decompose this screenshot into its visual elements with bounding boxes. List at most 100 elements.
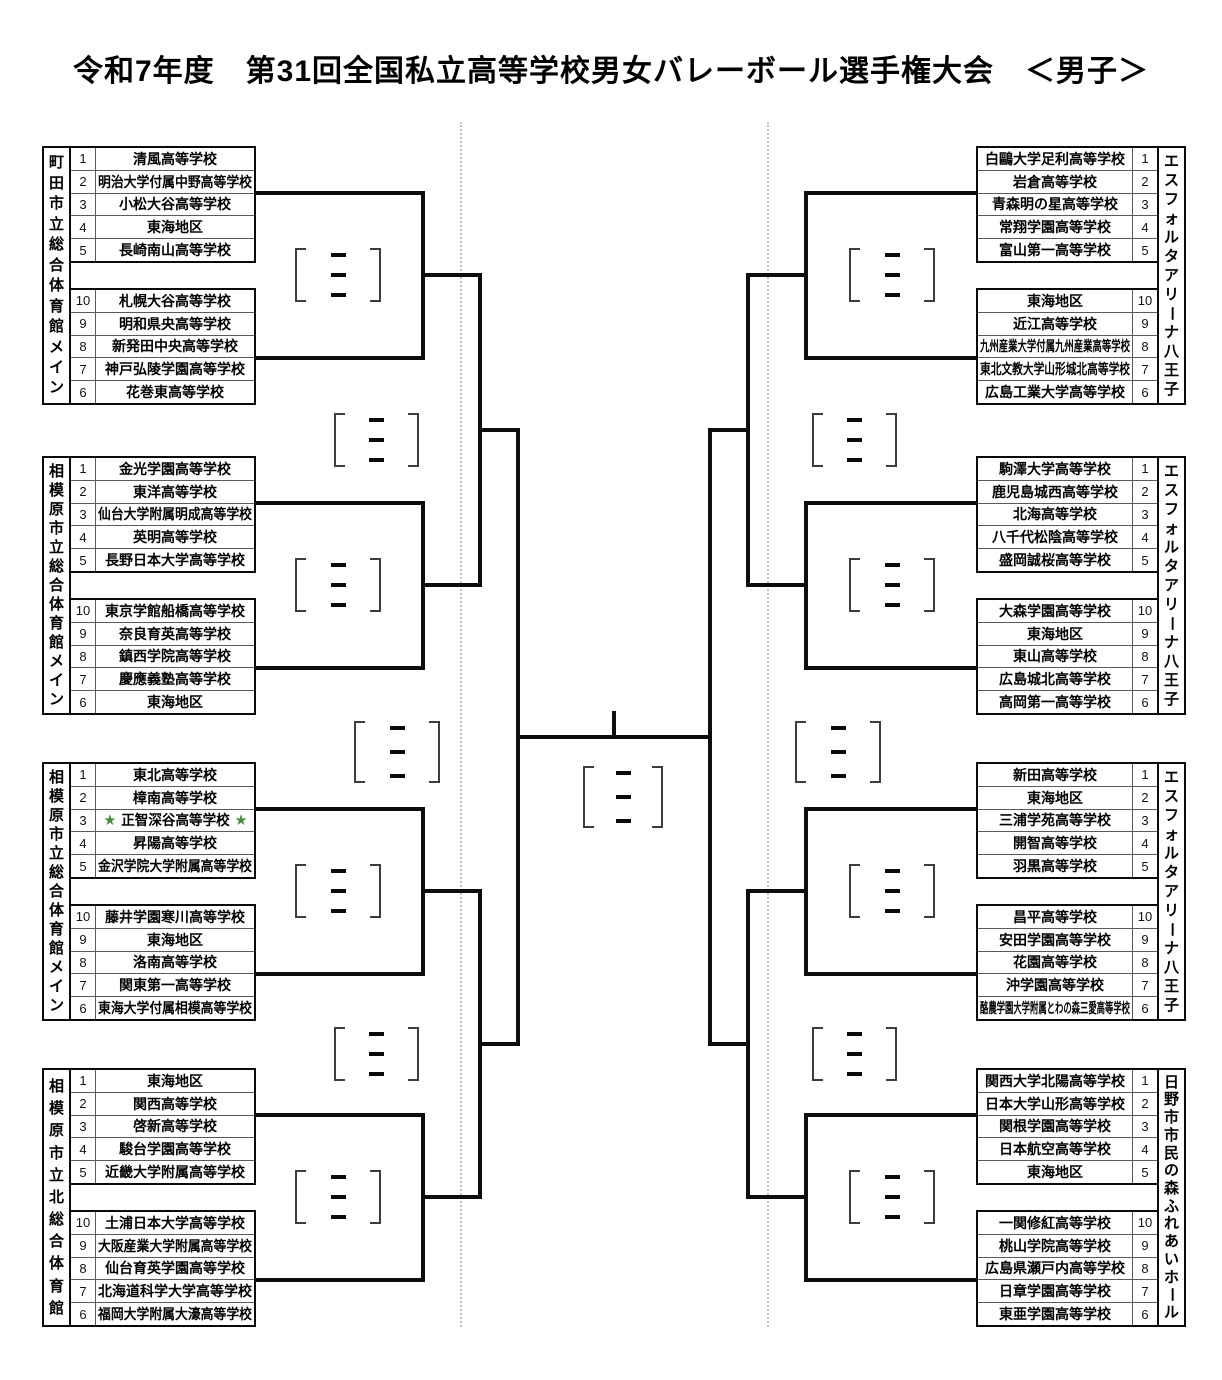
score-dashes [365, 721, 429, 783]
team-name: 慶應義塾高等学校 [119, 671, 231, 688]
team-name-cell: 奈良育英高等学校 [96, 623, 254, 645]
seed-number: 8 [1132, 951, 1157, 974]
team-name: 酪農学園大学附属とわの森三愛高等学校 [980, 1000, 1130, 1017]
venue-char: 館 [48, 318, 64, 336]
venue-char: 館 [48, 940, 64, 957]
final-line [516, 735, 712, 739]
venue-char: 王 [1163, 362, 1179, 379]
seed-number: 9 [71, 312, 96, 335]
venue-label: 相模原市立総合体育館メイン [44, 766, 69, 1017]
seed-number: 7 [71, 668, 96, 691]
team-name: 高岡第一高等学校 [999, 694, 1111, 711]
team-name-cell: 岩倉高等学校 [978, 171, 1132, 193]
round1-entry-line [804, 191, 976, 195]
team-name-cell: 桃山学院高等学校 [978, 1235, 1132, 1257]
team-name: 花園高等学校 [1013, 954, 1097, 971]
seed-number: 1 [1132, 764, 1157, 786]
venue-char: ス [1163, 788, 1179, 805]
score-dashes [860, 864, 924, 918]
seed-number: 5 [1132, 549, 1157, 571]
team-name: 岩倉高等学校 [1013, 173, 1097, 190]
team-name-cell: 広島県瀬戸内高等学校 [978, 1258, 1132, 1280]
team-name: 北海高等学校 [1013, 506, 1097, 523]
bracket-close-icon [370, 558, 381, 612]
venue-char: 体 [48, 596, 64, 613]
venue-label: 相模原市立北総合体育館 [44, 1072, 69, 1323]
score-dashes [306, 248, 370, 302]
seed-number: 5 [71, 1161, 96, 1183]
venue-char: タ [1163, 864, 1179, 881]
seed-number: 2 [1132, 786, 1157, 809]
score-bracket [849, 558, 935, 612]
seed-number: 3 [1132, 1115, 1157, 1138]
venue-char: ル [1163, 1304, 1179, 1322]
score-bracket-final [583, 766, 663, 828]
venue-char: 原 [48, 807, 64, 824]
team-name: 常翔学園高等学校 [999, 219, 1111, 236]
team-name: 日本大学山形高等学校 [985, 1095, 1125, 1112]
venue-char: 田 [48, 174, 64, 192]
team-name-cell: 一関修紅高等学校 [978, 1212, 1132, 1234]
team-name-cell: 東海地区 [96, 929, 254, 951]
venue-char: ス [1163, 482, 1179, 499]
team-name: 一関修紅高等学校 [999, 1214, 1111, 1231]
bracket-close-icon [370, 1170, 381, 1224]
team-name-cell: 小松大谷高等学校 [96, 194, 254, 216]
round1-winner-line [746, 889, 808, 893]
bracket-close-icon [408, 413, 419, 467]
seed-number: 2 [71, 170, 96, 193]
team-name-cell: 長野日本大学高等学校 [96, 549, 254, 571]
team-name-cell: 大阪産業大学附属高等学校 [96, 1235, 254, 1257]
team-name-cell: 駒澤大学高等学校 [978, 458, 1132, 480]
bracket-open-icon [812, 1027, 823, 1081]
team-name-cell: 明和県央高等学校 [96, 313, 254, 335]
team-name: 大森学園高等学校 [999, 602, 1111, 619]
seed-number: 5 [1132, 239, 1157, 261]
team-name-cell: 東海大学付属相模高等学校 [96, 997, 254, 1019]
champion-line [612, 711, 616, 737]
seed-number: 9 [71, 1234, 96, 1257]
score-bracket [795, 721, 881, 783]
team-name: 新田高等学校 [1013, 766, 1097, 783]
venue-char: イ [48, 978, 64, 995]
venue-char: 市 [48, 520, 64, 537]
team-name: 藤井学園寒川高等学校 [105, 908, 245, 925]
team-name: 青森明の星高等学校 [992, 196, 1118, 213]
venue-char: 合 [48, 256, 64, 274]
team-name: 東海地区 [147, 694, 203, 711]
score-dashes [860, 1170, 924, 1224]
team-name-cell: 昇陽高等学校 [96, 832, 254, 854]
seed-number: 7 [71, 1280, 96, 1303]
score-dashes [345, 413, 408, 467]
venue-char: リ [1163, 902, 1179, 919]
seed-number: 10 [1132, 1212, 1157, 1234]
score-bracket [334, 413, 419, 467]
team-name: 駿台学園高等学校 [119, 1141, 231, 1158]
team-name: 大阪産業大学附属高等学校 [98, 1237, 252, 1254]
round1-entry-line [804, 1113, 976, 1117]
quarterfinal-winner-line [478, 1042, 520, 1046]
team-name-cell: 昌平高等学校 [978, 906, 1132, 928]
seed-number: 9 [1132, 622, 1157, 645]
team-name-cell: 関西高等学校 [96, 1093, 254, 1115]
